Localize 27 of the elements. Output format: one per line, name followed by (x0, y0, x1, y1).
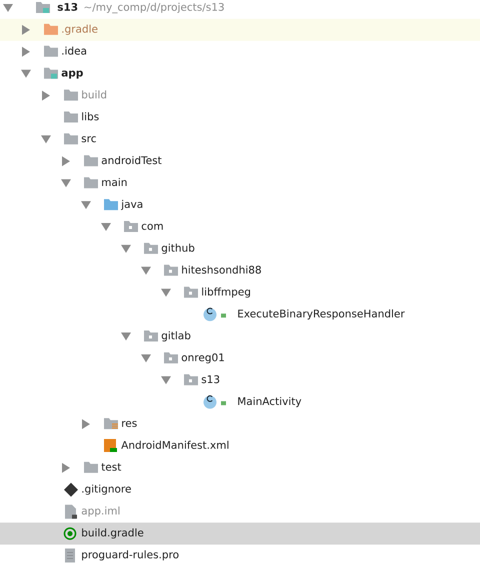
tree-item-label: app.iml (82, 506, 120, 517)
tree-item-label: s13 (202, 375, 220, 384)
tree-item-label: app (62, 70, 83, 79)
tree-item-label: main (102, 178, 127, 186)
tree-item-label: s13 (58, 2, 78, 11)
path-text: ~/my_comp/d/projects/s13 (84, 2, 224, 14)
tree-item-label: com (142, 224, 163, 230)
tree-item-label: AndroidManifest.xml (121, 440, 228, 449)
tree-item-label: androidTest (102, 156, 162, 164)
tree-item-label: res (122, 420, 137, 427)
tree-item-label: .gitignore (82, 484, 131, 495)
tree-item-label: onreg01 (182, 353, 224, 364)
tree-item-label: ExecuteBinaryResponseHandler (238, 309, 405, 320)
tree-item-label: MainActivity (238, 396, 302, 408)
tree-item-label: hiteshsondhi88 (182, 266, 261, 274)
tree-item-label: .gradle (62, 24, 98, 35)
tree-item-label: gitlab (162, 331, 190, 342)
tree-item-label: build.gradle (82, 528, 144, 539)
tree-item-label: src (82, 136, 96, 142)
tree-item-label: libffmpeg (202, 287, 250, 298)
tree-item-label: .idea (62, 46, 86, 55)
tree-item-label: build (82, 90, 106, 98)
tree-item-label: java (121, 200, 142, 210)
tree-item-label: proguard-rules.pro (82, 550, 178, 560)
tree-item-label: libs (82, 112, 99, 120)
tree-item-label: github (162, 244, 194, 254)
tree-item-label: test (101, 463, 122, 471)
